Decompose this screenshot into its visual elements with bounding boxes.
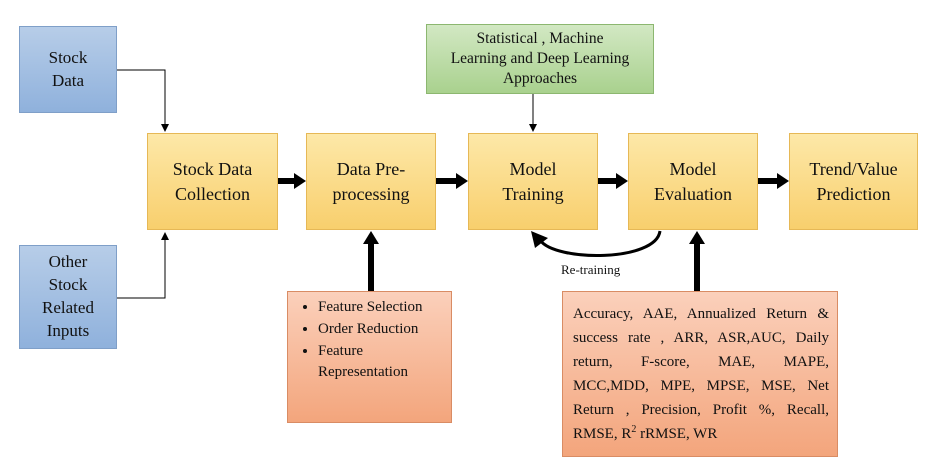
flow-arrow-collection-to-preprocessing: [278, 173, 306, 189]
stock-data-box: Stock Data: [19, 26, 117, 113]
model-evaluation-box: Model Evaluation: [628, 133, 758, 230]
preprocessing-steps-box: Feature Selection Order Reduction Featur…: [287, 291, 452, 423]
metrics-main-text: Accuracy, AAE, Annualized Return & succe…: [573, 306, 829, 442]
metrics-tail-text: rRMSE, WR: [636, 426, 718, 442]
data-preprocessing-box: Data Pre- processing: [306, 133, 436, 230]
metrics-superscript: 2: [631, 424, 637, 435]
approaches-box: Statistical , Machine Learning and Deep …: [426, 24, 654, 94]
retraining-label: Re-training: [561, 262, 621, 277]
step-feature-selection: Feature Selection: [318, 297, 423, 319]
other-inputs-connector: [117, 232, 169, 299]
retraining-arrow: [531, 230, 662, 258]
flow-arrow-metrics-to-evaluation: [689, 231, 705, 291]
step-feature-representation: Feature Representation: [318, 341, 423, 385]
step-order-reduction: Order Reduction: [318, 319, 423, 341]
other-inputs-box: Other Stock Related Inputs: [19, 245, 117, 349]
flow-arrow-features-to-preprocessing: [363, 231, 379, 291]
evaluation-metrics-box: Accuracy, AAE, Annualized Return & succe…: [562, 291, 838, 457]
flow-arrow-evaluation-to-prediction: [758, 173, 789, 189]
model-training-box: Model Training: [468, 133, 598, 230]
preprocessing-steps-list: Feature Selection Order Reduction Featur…: [288, 297, 423, 384]
stock-data-collection-box: Stock Data Collection: [147, 133, 278, 230]
stock-data-connector: [117, 69, 169, 132]
flow-arrow-training-to-evaluation: [598, 173, 628, 189]
evaluation-metrics-text: Accuracy, AAE, Annualized Return & succe…: [573, 302, 829, 446]
trend-value-prediction-box: Trend/Value Prediction: [789, 133, 918, 230]
flow-arrow-preprocessing-to-training: [436, 173, 468, 189]
